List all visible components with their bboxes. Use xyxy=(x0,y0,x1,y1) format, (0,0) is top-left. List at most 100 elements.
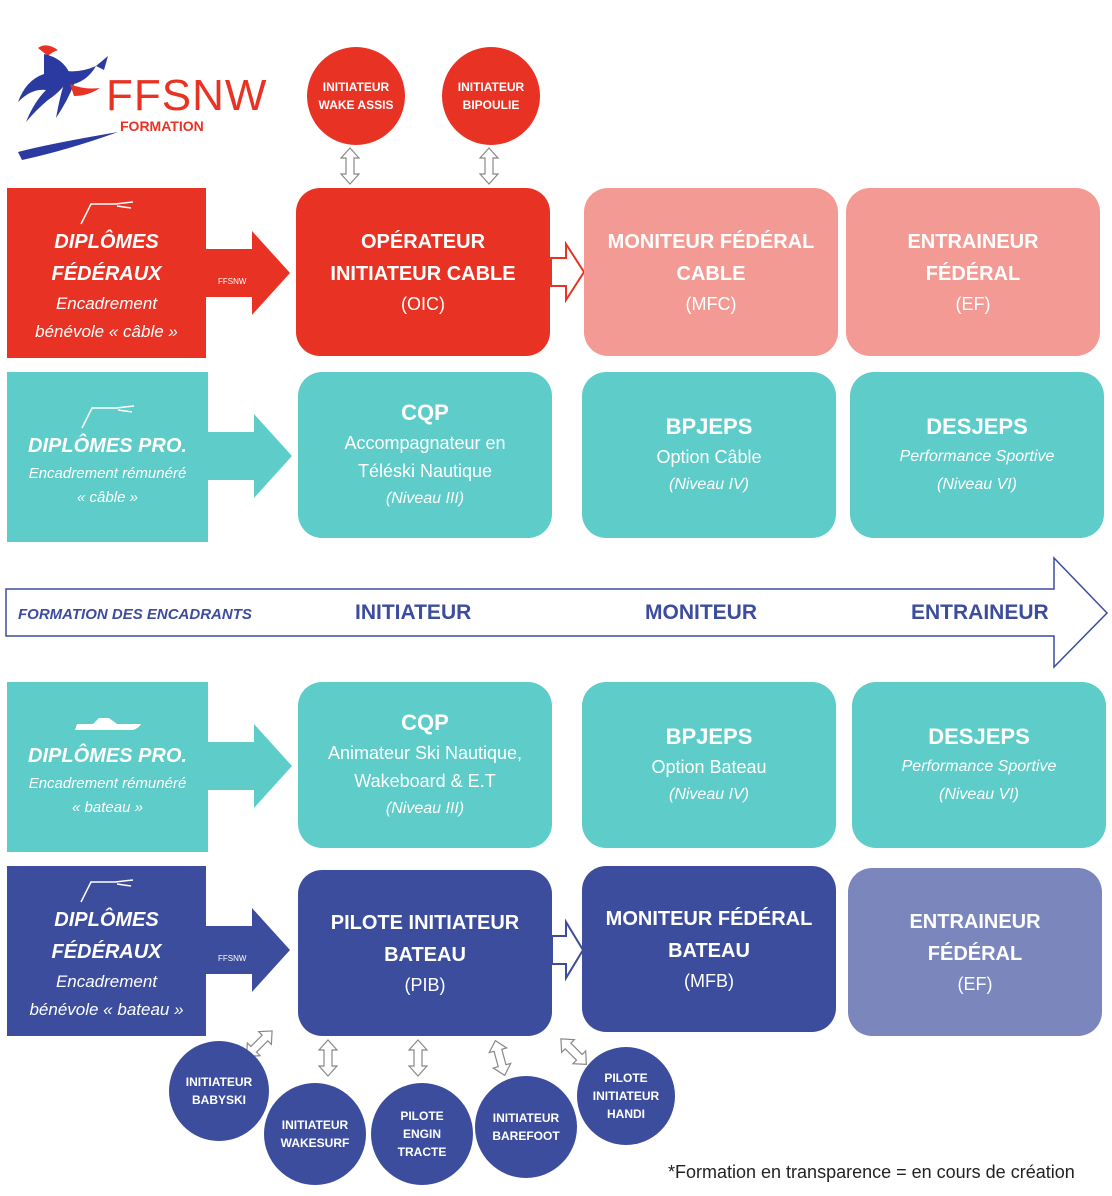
label-line: DIPLÔMES PRO. xyxy=(28,435,187,457)
outline-arrow-icon xyxy=(550,240,586,304)
box-title: CQP xyxy=(401,710,449,735)
double-arrow-icon xyxy=(478,147,500,185)
box-code: (MFC) xyxy=(685,294,737,314)
box-title: BPJEPS xyxy=(665,724,753,749)
arrow-boat-fed: FFSNW xyxy=(206,908,290,992)
box-title: OPÉRATEUR xyxy=(360,231,486,253)
label-line: Encadrement xyxy=(55,294,158,313)
double-arrow-icon xyxy=(488,1039,512,1077)
box-line: Accompagnateur en xyxy=(344,433,506,453)
box-bpjeps-bateau: BPJEPS Option Bateau (Niveau IV) xyxy=(582,682,836,848)
box-ef-bateau: ENTRAINEUR FÉDÉRAL (EF) xyxy=(848,868,1102,1036)
label-line: Encadrement rémunéré xyxy=(28,775,187,792)
box-desjeps-bateau: DESJEPS Performance Sportive (Niveau VI) xyxy=(852,682,1106,848)
box-code: (PIB) xyxy=(404,975,446,995)
arrow-cable-fed: FFSNW xyxy=(206,231,290,315)
circle-line: TRACTE xyxy=(397,1145,447,1159)
label-line: bénévole « bateau » xyxy=(29,1000,184,1019)
arrow-cable-pro xyxy=(208,414,292,498)
box-level: (Niveau IV) xyxy=(668,476,750,493)
boat-icon xyxy=(74,718,141,730)
formation-axis-arrow xyxy=(5,556,1109,669)
circle-line: INITIATEUR xyxy=(457,80,525,94)
circle-line: INITIATEUR xyxy=(492,1111,560,1125)
label-line: « câble » xyxy=(77,489,138,506)
label-line: DIPLÔMES xyxy=(54,231,159,253)
box-line: Performance Sportive xyxy=(899,448,1055,465)
circle-initiateur-babyski: INITIATEUR BABYSKI xyxy=(169,1041,269,1141)
box-title: DESJEPS xyxy=(926,414,1028,439)
ffsnw-logo-icon xyxy=(18,45,118,160)
label-line: FÉDÉRAUX xyxy=(51,263,162,285)
circle-line: WAKESURF xyxy=(280,1136,350,1150)
box-mfb: MONITEUR FÉDÉRAL BATEAU (MFB) xyxy=(582,866,836,1032)
box-level: (Niveau III) xyxy=(385,490,465,507)
circle-pilote-engin-tracte: PILOTE ENGIN TRACTE xyxy=(371,1083,473,1185)
box-pib: PILOTE INITIATEUR BATEAU (PIB) xyxy=(298,870,552,1036)
box-title: INITIATEUR CABLE xyxy=(330,263,516,285)
label-line: FÉDÉRAUX xyxy=(51,941,162,963)
box-title: DESJEPS xyxy=(928,724,1030,749)
box-cqp-cable: CQP Accompagnateur en Téléski Nautique (… xyxy=(298,372,552,538)
box-code: (EF) xyxy=(957,974,993,994)
box-title: BATEAU xyxy=(668,940,750,962)
box-line: Option Câble xyxy=(656,447,762,467)
double-arrow-icon xyxy=(339,147,361,185)
box-title: MONITEUR FÉDÉRAL xyxy=(605,908,813,930)
box-line: Animateur Ski Nautique, xyxy=(327,743,523,763)
circle-line: BAREFOOT xyxy=(492,1129,560,1143)
box-code: (EF) xyxy=(955,294,991,314)
circle-initiateur-bipoulie: INITIATEUR BIPOULIE xyxy=(442,47,540,145)
box-title: PILOTE INITIATEUR xyxy=(330,912,520,934)
arrow-logo: FFSNW xyxy=(218,954,247,963)
double-arrow-icon xyxy=(407,1039,429,1077)
circle-line: HANDI xyxy=(607,1107,645,1121)
box-line: Performance Sportive xyxy=(901,758,1057,775)
label-line: DIPLÔMES PRO. xyxy=(28,745,187,767)
circle-line: WAKE ASSIS xyxy=(318,98,394,112)
box-level: (Niveau VI) xyxy=(936,476,1018,493)
cable-handle-icon xyxy=(80,405,134,429)
double-arrow-icon xyxy=(560,1038,588,1066)
label-line: Encadrement xyxy=(55,972,158,991)
double-arrow-icon xyxy=(317,1039,339,1077)
label-diplomes-pro-bateau: DIPLÔMES PRO. Encadrement rémunéré « bat… xyxy=(7,682,208,852)
box-title: ENTRAINEUR xyxy=(909,911,1041,933)
box-line: Téléski Nautique xyxy=(357,461,493,481)
box-mfc: MONITEUR FÉDÉRAL CABLE (MFC) xyxy=(584,188,838,356)
circle-line: BABYSKI xyxy=(191,1093,246,1107)
connector-arrows-top xyxy=(339,147,500,185)
box-title: FÉDÉRAL xyxy=(925,263,1021,285)
label-diplomes-pro-cable: DIPLÔMES PRO. Encadrement rémunéré « câb… xyxy=(7,372,208,542)
label-diplomes-federaux-bateau: DIPLÔMES FÉDÉRAUX Encadrement bénévole «… xyxy=(7,866,206,1036)
label-line: DIPLÔMES xyxy=(54,909,159,931)
box-code: (OIC) xyxy=(401,294,445,314)
box-level: (Niveau IV) xyxy=(668,786,750,803)
circle-line: PILOTE xyxy=(400,1109,444,1123)
ffsnw-logo: FFSNW FORMATION xyxy=(8,40,278,165)
circle-line: BIPOULIE xyxy=(462,98,520,112)
arrow-boat-pro xyxy=(208,724,292,808)
box-title: BATEAU xyxy=(384,944,466,966)
connector-arrows-bottom xyxy=(245,1030,588,1077)
circle-initiateur-barefoot: INITIATEUR BAREFOOT xyxy=(475,1076,577,1178)
box-title: CABLE xyxy=(676,263,746,285)
circle-line: INITIATEUR xyxy=(592,1089,660,1103)
circle-line: PILOTE xyxy=(604,1071,648,1085)
cable-handle-icon xyxy=(79,879,133,903)
logo-sub: FORMATION xyxy=(120,118,204,134)
arrow-logo: FFSNW xyxy=(218,277,247,286)
box-oic: OPÉRATEUR INITIATEUR CABLE (OIC) xyxy=(296,188,550,356)
label-line: Encadrement rémunéré xyxy=(28,465,187,482)
box-cqp-bateau: CQP Animateur Ski Nautique, Wakeboard & … xyxy=(298,682,552,848)
circle-line: INITIATEUR xyxy=(185,1075,253,1089)
box-line: Wakeboard & E.T xyxy=(354,771,496,791)
circle-pilote-initiateur-handi: PILOTE INITIATEUR HANDI xyxy=(577,1047,675,1145)
circle-line: INITIATEUR xyxy=(281,1118,349,1132)
axis-left-label: FORMATION DES ENCADRANTS xyxy=(18,606,252,623)
box-desjeps-cable: DESJEPS Performance Sportive (Niveau VI) xyxy=(850,372,1104,538)
axis-moniteur: MONITEUR xyxy=(645,601,757,624)
box-line: Option Bateau xyxy=(651,757,767,777)
cable-handle-icon xyxy=(79,201,133,225)
outline-arrow-icon xyxy=(551,918,585,982)
